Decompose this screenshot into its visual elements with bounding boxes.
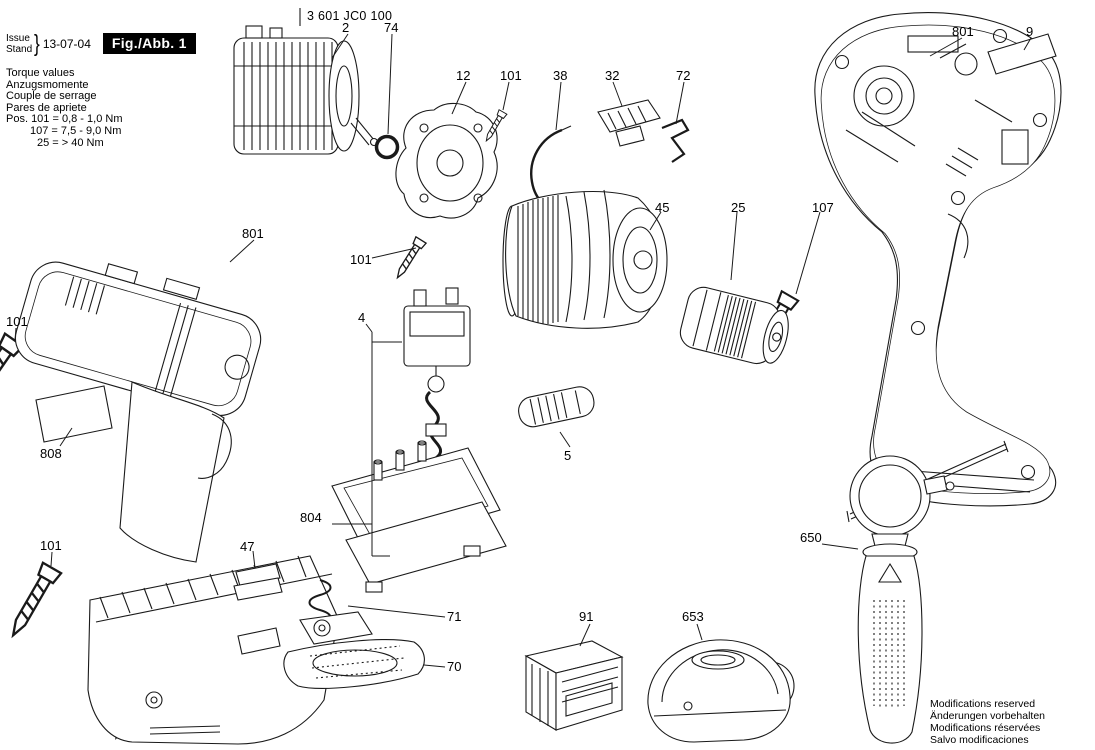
flat-clip-drawing — [661, 118, 690, 163]
modifications-note-en: Modifications reserved — [930, 698, 1036, 710]
issue-label: Issue — [6, 32, 30, 44]
part-label-101-left-upper: 101 — [6, 314, 28, 329]
switch-module-drawing — [403, 287, 471, 460]
part-label-9: 9 — [1026, 24, 1034, 39]
part-label-801-right: 801 — [952, 24, 974, 39]
o-ring-drawing — [374, 134, 400, 160]
gearbox-drawing — [502, 189, 668, 329]
slider-button-drawing — [597, 99, 661, 147]
chuck-drawing — [679, 286, 789, 365]
bearing-plate-drawing — [395, 102, 498, 219]
part-label-650: 650 — [800, 530, 822, 545]
part-label-32: 32 — [605, 68, 620, 83]
part-label-5: 5 — [564, 448, 572, 463]
torque-values-block: Torque values Anzugsmomente Couple de se… — [6, 67, 123, 149]
part-label-25: 25 — [731, 200, 746, 215]
base-plate-drawing — [331, 440, 507, 593]
auxiliary-handle-drawing — [846, 440, 1009, 744]
modifications-note-fr: Modifications réservées — [930, 722, 1041, 734]
part-label-804: 804 — [300, 510, 322, 525]
torque-title-en: Torque values — [6, 67, 75, 79]
document-part-number: 3 601 JC0 100 — [307, 9, 393, 23]
leader-lines — [14, 33, 1032, 668]
issue-date: 13-07-04 — [42, 36, 91, 51]
part-label-74: 74 — [384, 20, 399, 35]
torque-title-fr: Couple de serrage — [6, 90, 97, 103]
battery-drawing — [524, 640, 624, 731]
torque-title-de: Anzugsmomente — [6, 78, 89, 91]
label-plate-9-drawing — [987, 33, 1057, 75]
left-drill-drawing — [14, 261, 339, 745]
figure-label: Fig./Abb. 1 — [102, 33, 196, 54]
screw-101-left-lower — [2, 561, 63, 642]
part-label-70: 70 — [447, 659, 462, 674]
torque-title-es: Pares de apriete — [6, 101, 87, 114]
foot-plate-drawing — [283, 611, 425, 689]
part-label-653: 653 — [682, 609, 704, 624]
part-label-2: 2 — [342, 20, 350, 35]
label-plate-808-drawing — [35, 385, 113, 443]
motor-drawing — [233, 25, 379, 155]
stand-label: Stand — [6, 43, 33, 55]
part-label-4: 4 — [358, 310, 366, 325]
torque-pos-107: 107 = 7,5 - 9,0 Nm — [30, 124, 122, 137]
part-label-91: 91 — [579, 609, 594, 624]
torque-pos-25: 25 = > 40 Nm — [37, 136, 104, 149]
part-label-101-bearing: 101 — [350, 252, 372, 267]
brace-glyph: } — [34, 30, 40, 56]
screw-101-bearing — [391, 236, 427, 282]
part-label-71: 71 — [447, 609, 462, 624]
part-label-107: 107 — [812, 200, 834, 215]
modifications-note-de: Änderungen vorbehalten — [930, 710, 1046, 722]
part-label-101-top: 101 — [500, 68, 522, 83]
charger-drawing — [647, 639, 795, 743]
part-label-12: 12 — [456, 68, 471, 83]
direction-lever-drawing — [518, 386, 595, 428]
issue-stand-block: Issue Stand } 13-07-04 Fig./Abb. 1 — [6, 30, 196, 57]
torque-pos-101: Pos. 101 = 0,8 - 1,0 Nm — [6, 113, 123, 126]
part-label-808: 808 — [40, 446, 62, 461]
spacer-47-drawing — [233, 563, 283, 601]
part-label-101-left-lower: 101 — [40, 538, 62, 553]
part-label-38: 38 — [553, 68, 568, 83]
right-housing-drawing — [814, 12, 1062, 507]
modifications-note-block: Modifications reserved Änderungen vorbeh… — [930, 698, 1045, 746]
part-label-47: 47 — [240, 539, 255, 554]
part-label-801-left: 801 — [242, 226, 264, 241]
modifications-note-es: Salvo modificaciones — [930, 734, 1029, 746]
part-label-72: 72 — [676, 68, 691, 83]
part-label-45: 45 — [655, 200, 670, 215]
